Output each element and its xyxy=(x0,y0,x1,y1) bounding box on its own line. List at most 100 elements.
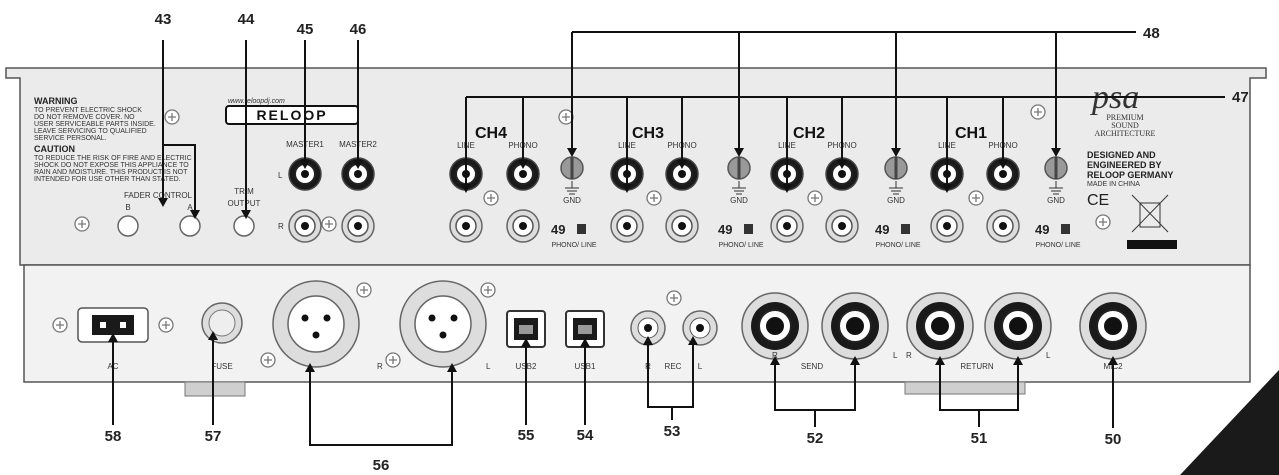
ground-icon xyxy=(565,181,579,195)
svg-text:TO PREVENT ELECTRIC SHOCK: TO PREVENT ELECTRIC SHOCK xyxy=(34,107,142,114)
gnd-terminal-ch1[interactable] xyxy=(1044,156,1068,180)
ac-pin-right xyxy=(120,322,126,328)
callout-53: 53 xyxy=(664,423,681,440)
fuse-label: FUSE xyxy=(211,362,232,371)
ce-mark: CE xyxy=(1087,192,1109,209)
rec-label: REC xyxy=(665,362,682,371)
line-right-jack-ch2[interactable] xyxy=(770,209,804,243)
phono-right-jack-ch4[interactable] xyxy=(506,209,540,243)
svg-text:RAIN AND MOISTURE. THIS PRODUC: RAIN AND MOISTURE. THIS PRODUCT IS NOT xyxy=(34,169,188,176)
callout-49-ch2: 49 xyxy=(875,222,889,237)
master2-left-jack[interactable] xyxy=(341,157,375,191)
psa-line1: PREMIUM xyxy=(1106,113,1143,122)
phono-right-jack-ch1[interactable] xyxy=(986,209,1020,243)
fuse-cap xyxy=(208,309,236,337)
callout-49-ch1: 49 xyxy=(1035,222,1049,237)
channel-label-ch2: CH2 xyxy=(793,125,825,142)
master-right-label: R xyxy=(278,222,284,231)
gnd-terminal-ch2[interactable] xyxy=(884,156,908,180)
caution-lines: TO REDUCE THE RISK OF FIRE AND ELECTRIC … xyxy=(34,155,192,183)
svg-text:USER SERVICEABLE PARTS INSIDE.: USER SERVICEABLE PARTS INSIDE. xyxy=(34,121,156,128)
weee-bar xyxy=(1127,240,1177,249)
phono-line-switch-ch3[interactable] xyxy=(744,224,753,234)
callout-49-ch4: 49 xyxy=(551,222,565,237)
callout-51: 51 xyxy=(971,430,988,447)
callout-47: 47 xyxy=(1232,89,1249,106)
line-right-jack-ch1[interactable] xyxy=(930,209,964,243)
reloop-logo: RELOOP xyxy=(256,107,327,123)
rec-jack-right[interactable] xyxy=(630,310,666,346)
phono-left-jack-ch1[interactable] xyxy=(986,157,1020,191)
line-right-jack-ch3[interactable] xyxy=(610,209,644,243)
xlr-left-label: L xyxy=(486,362,491,371)
weee-bin-icon xyxy=(1131,194,1169,233)
callout-49-ch3: 49 xyxy=(718,222,732,237)
phono-right-jack-ch3[interactable] xyxy=(665,209,699,243)
phono-line-label-ch4: PHONO/ LINE xyxy=(551,242,596,249)
phono-left-jack-ch3[interactable] xyxy=(665,157,699,191)
phono-line-switch-ch1[interactable] xyxy=(1061,224,1070,234)
rec-jack-left[interactable] xyxy=(682,310,718,346)
svg-text:LEAVE SERVICING TO QUALIFIED: LEAVE SERVICING TO QUALIFIED xyxy=(34,128,147,135)
fader-a-label: A xyxy=(187,203,193,212)
psa-line3: ARCHITECTURE xyxy=(1095,129,1156,138)
fader-a-jack[interactable] xyxy=(179,215,201,237)
line-right-jack-ch4[interactable] xyxy=(449,209,483,243)
made-in: MADE IN CHINA xyxy=(1087,181,1140,188)
callout-56: 56 xyxy=(373,457,390,474)
designed-line2: ENGINEERED BY xyxy=(1087,160,1162,170)
gnd-terminal-ch3[interactable] xyxy=(727,156,751,180)
quarter-inch-jacks xyxy=(741,292,1147,360)
caution-title: CAUTION xyxy=(34,144,75,154)
trim-output-knob[interactable] xyxy=(233,215,255,237)
channel-label-ch1: CH1 xyxy=(955,125,987,142)
send-right-jack[interactable] xyxy=(741,292,809,360)
return-label: RETURN xyxy=(960,362,994,371)
usb1-port[interactable] xyxy=(565,310,605,348)
callout-57: 57 xyxy=(205,428,222,445)
fader-b-jack[interactable] xyxy=(117,215,139,237)
mic2-jack[interactable] xyxy=(1079,292,1147,360)
warning-title: WARNING xyxy=(34,96,78,106)
return-left-jack[interactable] xyxy=(984,292,1052,360)
xlr-right-label: R xyxy=(377,362,383,371)
callout-43: 43 xyxy=(155,11,172,28)
gnd-label-ch2: GND xyxy=(887,196,905,205)
warning-lines: TO PREVENT ELECTRIC SHOCK DO NOT REMOVE … xyxy=(34,107,156,142)
svg-text:INTENDED FOR USE OTHER THAN ST: INTENDED FOR USE OTHER THAN STATED. xyxy=(34,176,181,183)
callout-44: 44 xyxy=(238,11,255,28)
phono-left-jack-ch4[interactable] xyxy=(506,157,540,191)
send-left-label: L xyxy=(893,351,898,360)
gnd-label-ch3: GND xyxy=(730,196,748,205)
gnd-label-ch1: GND xyxy=(1047,196,1065,205)
callout-50: 50 xyxy=(1105,431,1122,448)
master-left-label: L xyxy=(278,171,283,180)
trim-label: TRIM xyxy=(234,187,254,196)
phono-right-jack-ch2[interactable] xyxy=(825,209,859,243)
output-label: OUTPUT xyxy=(228,199,261,208)
svg-text:SERVICE PERSONAL.: SERVICE PERSONAL. xyxy=(34,135,107,142)
send-left-jack[interactable] xyxy=(821,292,889,360)
xlr-output-left[interactable] xyxy=(399,280,487,368)
psa-line2: SOUND xyxy=(1111,121,1139,130)
fader-control-label: FADER CONTROL xyxy=(124,191,193,200)
send-label: SEND xyxy=(801,362,823,371)
channel-label-ch3: CH3 xyxy=(632,125,664,142)
usb2-port[interactable] xyxy=(506,310,546,348)
phono-line-switch-ch2[interactable] xyxy=(901,224,910,234)
phono-line-switch-ch4[interactable] xyxy=(577,224,586,234)
gnd-label-ch4: GND xyxy=(563,196,581,205)
ac-pin-left xyxy=(100,322,106,328)
corner-triangle xyxy=(1180,370,1279,475)
svg-text:DO NOT REMOVE COVER. NO: DO NOT REMOVE COVER. NO xyxy=(34,114,135,121)
fuse-foot xyxy=(184,381,246,397)
svg-text:TO REDUCE THE RISK OF FIRE AND: TO REDUCE THE RISK OF FIRE AND ELECTRIC xyxy=(34,155,192,162)
return-right-label: R xyxy=(906,351,912,360)
xlr-output-right[interactable] xyxy=(272,280,360,368)
master1-right-jack[interactable] xyxy=(288,209,322,243)
gnd-terminal-ch4[interactable] xyxy=(560,156,584,180)
master2-right-jack[interactable] xyxy=(341,209,375,243)
return-right-jack[interactable] xyxy=(906,292,974,360)
send-right-label: R xyxy=(772,351,778,360)
